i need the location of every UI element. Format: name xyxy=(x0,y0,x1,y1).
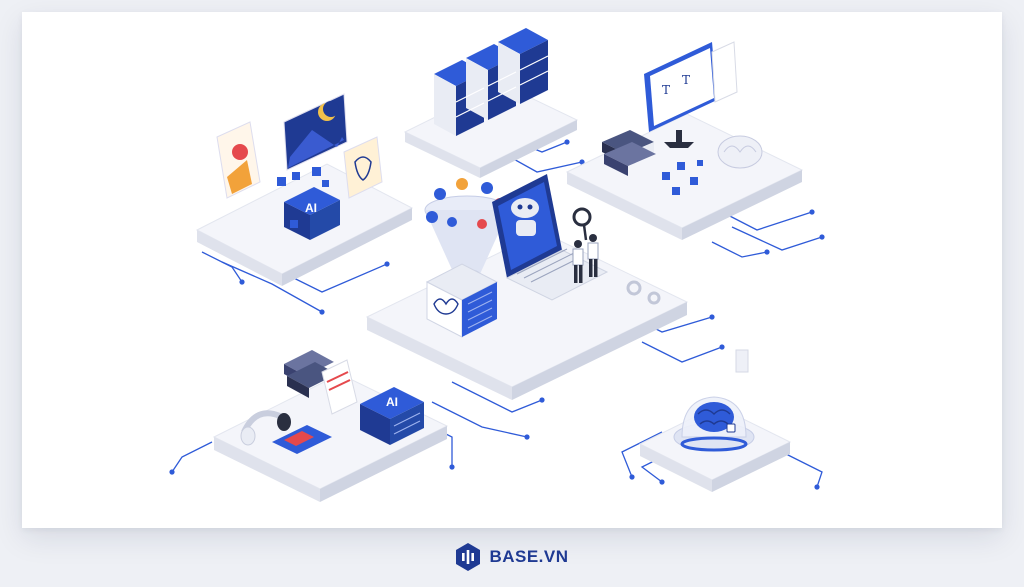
brand-footer: BASE.VN xyxy=(0,540,1024,574)
platform-documents: T T xyxy=(565,41,804,240)
server-stack xyxy=(434,28,549,136)
ai-chip-top-label: AI xyxy=(305,201,317,215)
cube-grid xyxy=(662,160,703,195)
svg-text:T: T xyxy=(662,83,670,97)
brain-cube xyxy=(425,263,499,338)
people-figures xyxy=(572,207,599,283)
art-frame-right xyxy=(343,136,383,199)
art-frame-center xyxy=(283,93,348,171)
platform-center xyxy=(365,174,689,400)
platform-ai-art: AI xyxy=(195,93,414,286)
robot-icon xyxy=(511,198,539,236)
headphones-icon xyxy=(240,410,291,446)
magnifier-icon xyxy=(572,207,592,227)
ai-chip-bottom: AI xyxy=(360,387,424,445)
svg-text:T: T xyxy=(682,73,690,87)
illustration-card: AI xyxy=(22,12,1002,528)
phone-device xyxy=(272,425,332,454)
art-frame-left xyxy=(216,121,261,199)
floating-cubes-left xyxy=(277,167,329,228)
hexagon-bars-logo-icon xyxy=(456,543,481,571)
document-pages xyxy=(711,41,738,103)
platform-media: AI xyxy=(212,350,449,502)
platform-brain xyxy=(638,349,792,492)
monitor-display: T T xyxy=(644,42,717,148)
book-stack-right xyxy=(602,130,656,176)
platform-servers xyxy=(403,28,579,178)
ai-isometric-illustration: AI xyxy=(169,28,825,502)
ai-chip-bottom-label: AI xyxy=(386,395,398,409)
brain-outline-right xyxy=(717,135,763,169)
lock-icon xyxy=(726,423,736,433)
brain-icon xyxy=(673,396,755,452)
open-book-left xyxy=(321,359,358,415)
gear-icon xyxy=(626,280,661,305)
brand-name: BASE.VN xyxy=(489,547,569,566)
book-stack-left xyxy=(284,350,337,398)
